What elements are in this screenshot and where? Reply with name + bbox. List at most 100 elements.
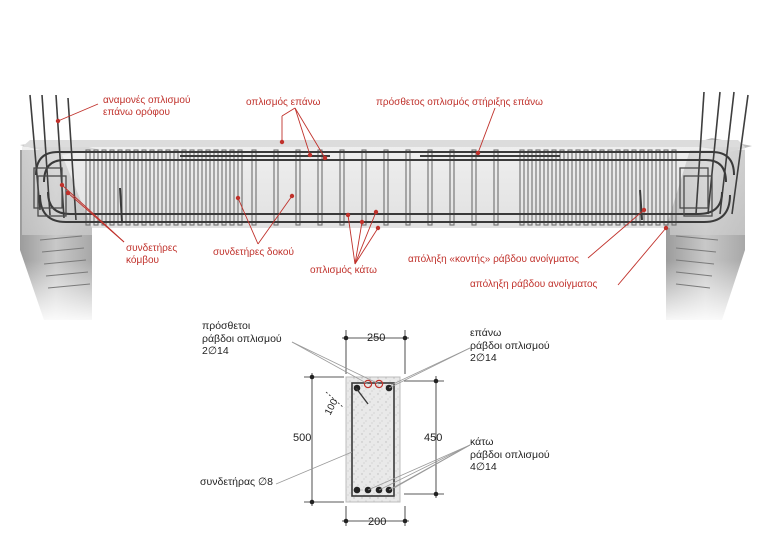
leader-dot xyxy=(59,182,65,188)
beam-stirrup xyxy=(663,149,669,226)
label-bar-termination: απόληξη ράβδου ανοίγματος xyxy=(470,279,598,290)
label-top-reinforcement: οπλισμός επάνω xyxy=(246,97,321,108)
beam-stirrup xyxy=(173,149,179,226)
bottom-bar xyxy=(353,486,361,494)
label-bottom-reinforcement: οπλισμός κάτω xyxy=(310,265,377,276)
leader-dot xyxy=(289,193,295,199)
top-bar xyxy=(353,384,361,392)
dimension-end xyxy=(309,374,315,380)
dimension-dots xyxy=(309,335,439,524)
dim-height: 500 xyxy=(293,432,312,444)
label-column-starter-bars: αναμονές οπλισμού επάνω ορόφου xyxy=(103,95,191,118)
beam-stirrup xyxy=(361,149,367,226)
beam-stirrup xyxy=(405,149,411,226)
beam-stirrup xyxy=(109,149,115,226)
cross-section xyxy=(345,376,401,503)
label-additional-bars: πρόσθετοι ράβδοι οπλισμού 2∅14 xyxy=(202,320,282,357)
label-top-bars: επάνω ράβδοι οπλισμού 2∅14 xyxy=(470,327,550,364)
additional-bar xyxy=(374,379,384,389)
beam-stirrup xyxy=(213,149,219,226)
label-short-bar-termination: απόληξη «κοντής» ράβδου ανοίγματος xyxy=(408,254,579,265)
beam-stirrup xyxy=(181,149,187,226)
beam-stirrups xyxy=(85,149,677,226)
dimension-end xyxy=(343,518,349,524)
leader-dot xyxy=(475,150,481,156)
label-bottom-bars: κάτω ράβδοι οπλισμού 4∅14 xyxy=(470,436,550,473)
leader-dot xyxy=(641,207,647,213)
beam-stirrup xyxy=(607,149,613,226)
leader-dot xyxy=(279,139,285,145)
beam-stirrup xyxy=(125,149,131,226)
beam-leaders xyxy=(57,103,667,286)
beam-stirrup xyxy=(339,149,345,226)
leader-dot xyxy=(359,219,365,225)
beam-stirrup xyxy=(117,149,123,226)
beam-stirrup xyxy=(631,149,637,226)
dimension-end xyxy=(309,499,315,505)
beam-stirrup xyxy=(559,149,565,226)
leader-dot xyxy=(322,155,328,161)
section-leaders xyxy=(275,341,471,491)
label-stirrup: συνδετήρας ∅8 xyxy=(200,476,273,488)
leader-dot xyxy=(375,225,381,231)
beam-stirrup xyxy=(229,149,235,226)
beam-stirrup xyxy=(295,149,301,226)
label-additional-support-top: πρόσθετος οπλισμός στήριξης επάνω xyxy=(376,97,543,108)
beam-stirrup xyxy=(427,149,433,226)
beam-stirrup xyxy=(383,149,389,226)
beam-stirrup xyxy=(493,149,499,226)
dimension-end xyxy=(402,335,408,341)
section-stirrup xyxy=(351,382,395,497)
beam-stirrup xyxy=(575,149,581,226)
dim-top-width: 250 xyxy=(367,332,386,344)
beam-stirrup xyxy=(189,149,195,226)
beam-stirrup xyxy=(655,149,661,226)
leader-dot xyxy=(345,212,351,218)
beam-stirrup xyxy=(197,149,203,226)
beam-stirrup xyxy=(449,149,455,226)
beam-stirrup xyxy=(567,149,573,226)
dimension-end xyxy=(433,491,439,497)
section-concrete xyxy=(345,376,401,503)
label-node-stirrups: συνδετήρες κόμβου xyxy=(126,243,178,266)
leader-dot xyxy=(55,118,61,124)
beam-stirrup xyxy=(535,149,541,226)
beam-stirrup xyxy=(149,149,155,226)
column-ties xyxy=(39,235,719,289)
beam-stirrup xyxy=(519,149,525,226)
dim-inner-height: 450 xyxy=(424,432,443,444)
stirrup-hook xyxy=(355,387,369,405)
beam-stirrup xyxy=(647,149,653,226)
beam-stirrup xyxy=(583,149,589,226)
node-stirrups xyxy=(33,167,713,217)
beam-leader-dots xyxy=(55,118,669,231)
dimension-end xyxy=(433,378,439,384)
beam-stirrup xyxy=(157,149,163,226)
beam-stirrup xyxy=(599,149,605,226)
beam-stirrup xyxy=(639,149,645,226)
beam-stirrup xyxy=(543,149,549,226)
leader-dot xyxy=(65,190,71,196)
beam-stirrup xyxy=(133,149,139,226)
leader-dot xyxy=(373,209,379,215)
leader-dot xyxy=(307,152,313,158)
beam-stirrup xyxy=(471,149,477,226)
dimension-end xyxy=(402,518,408,524)
beam-stirrup xyxy=(141,149,147,226)
beam-stirrup xyxy=(527,149,533,226)
beam-stirrup xyxy=(591,149,597,226)
beam-stirrup xyxy=(85,149,91,226)
beam-stirrup xyxy=(273,149,279,226)
beam-stirrup xyxy=(93,149,99,226)
beam-stirrup xyxy=(165,149,171,226)
beam-stirrup xyxy=(237,149,243,226)
leader-dot xyxy=(663,225,669,231)
beam-stirrup xyxy=(615,149,621,226)
longitudinal-bars xyxy=(35,151,735,223)
beam-stirrup xyxy=(221,149,227,226)
beam-stirrup xyxy=(205,149,211,226)
beam-3d-view xyxy=(18,91,755,325)
leader-dot xyxy=(235,195,241,201)
label-beam-stirrups: συνδετήρες δοκού xyxy=(213,247,294,258)
